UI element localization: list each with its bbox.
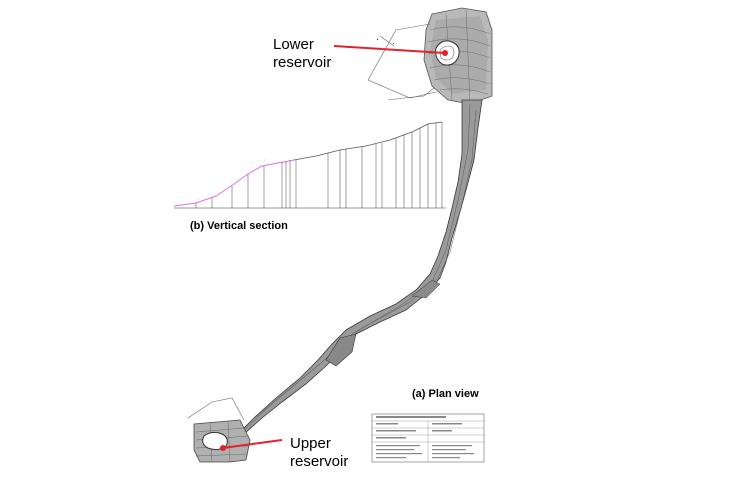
svg-text:▫: ▫ — [264, 158, 265, 162]
title-block — [371, 413, 485, 463]
upper-reservoir-terrain — [187, 397, 251, 463]
lower-reservoir-label-line1: Lower — [273, 36, 314, 53]
upper-reservoir-label-line2: reservoir — [290, 453, 349, 470]
plan-view-caption: (a) Plan view — [412, 388, 479, 400]
upper-reservoir-label: Upper reservoir — [290, 435, 348, 471]
upper-reservoir-label-line1: Upper — [290, 435, 331, 452]
svg-text:▫: ▫ — [236, 177, 237, 181]
svg-text:▫: ▫ — [178, 201, 179, 205]
vertical-section-caption: (b) Vertical section — [190, 220, 288, 232]
svg-text:▫: ▫ — [198, 197, 199, 201]
lower-reservoir-label: Lower reservoir — [273, 36, 331, 72]
svg-text:▫: ▫ — [252, 161, 253, 165]
upper-reservoir-pointer — [220, 439, 283, 451]
svg-text:▲: ▲ — [392, 41, 395, 45]
lower-reservoir-terrain: ▲ ▲ — [367, 7, 493, 105]
svg-text:▲: ▲ — [376, 37, 379, 41]
lower-reservoir-label-line2: reservoir — [273, 54, 332, 71]
vertical-section-profile: ▫ ▫ ▫ ▫ ▫ — [173, 121, 446, 209]
lower-reservoir-pointer — [333, 45, 448, 56]
